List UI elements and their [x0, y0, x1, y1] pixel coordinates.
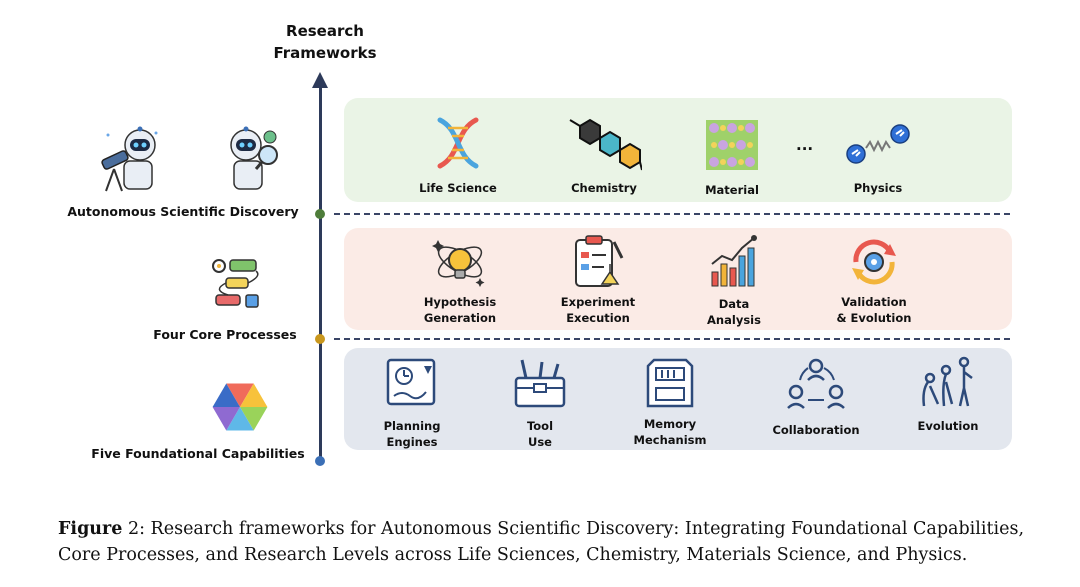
- capability-label: Planning Engines: [383, 419, 441, 449]
- process-label: Experiment Execution: [560, 295, 636, 325]
- process-validation-evolution: Validation & Evolution: [814, 234, 934, 326]
- caption-number: 2: [122, 519, 140, 539]
- robot-telescope-icon: [100, 125, 162, 197]
- collaboration-icon: [787, 358, 845, 409]
- process-label: Hypothesis Generation: [423, 295, 497, 325]
- domain-chemistry: Chemistry: [544, 116, 664, 196]
- caption-prefix: Figure: [58, 519, 123, 539]
- domain-label: Chemistry: [571, 181, 637, 195]
- capability-label: Evolution: [917, 419, 979, 433]
- process-data-analysis: Data Analysis: [674, 234, 794, 328]
- dna-icon: [437, 117, 479, 169]
- level-label-capabilities: Five Foundational Capabilities: [91, 446, 305, 461]
- molecule-icon: [569, 118, 642, 171]
- domain-life-science: Life Science: [398, 116, 518, 196]
- figure-caption: Figure 2: Research frameworks for Autono…: [58, 516, 1048, 568]
- level-label-processes: Four Core Processes: [153, 327, 297, 342]
- capability-evolution: Evolution: [888, 356, 1008, 434]
- axis-title: Research Frameworks: [273, 22, 377, 62]
- bar-chart-icon: [711, 235, 757, 287]
- robot-magnifier-icon: [220, 125, 282, 197]
- toolbox-icon: [514, 359, 566, 408]
- process-label: Data Analysis: [707, 297, 761, 327]
- clipboard-flask-icon: [575, 235, 624, 287]
- process-label: Validation & Evolution: [836, 295, 912, 325]
- process-experiment-execution: Experiment Execution: [538, 234, 658, 326]
- human-evolution-icon: [922, 356, 973, 407]
- level-label-discovery: Autonomous Scientific Discovery: [67, 204, 299, 219]
- capability-label: Collaboration: [772, 423, 860, 437]
- lightbulb-icon: [432, 240, 485, 287]
- capability-planning-engines: Planning Engines: [352, 356, 472, 450]
- cycle-gear-icon: [852, 239, 896, 285]
- domain-ellipsis: ...: [796, 136, 814, 154]
- planning-board-icon: [386, 358, 436, 406]
- process-hypothesis-generation: Hypothesis Generation: [400, 234, 520, 326]
- workflow-icon: [210, 256, 266, 316]
- domain-label: Physics: [853, 181, 903, 195]
- spring-particles-icon: [846, 124, 910, 164]
- capability-label: Memory Mechanism: [633, 417, 707, 447]
- hexagon-capabilities-icon: [211, 381, 269, 437]
- axis-arrow-icon: [312, 72, 328, 88]
- domain-label: Life Science: [419, 181, 497, 195]
- axis-dot-discovery: [315, 209, 325, 219]
- separator-top: [334, 213, 1010, 215]
- memory-card-icon: [646, 358, 694, 408]
- capability-label: Tool Use: [526, 419, 554, 449]
- crystal-lattice-icon: [706, 120, 758, 170]
- capability-tool-use: Tool Use: [480, 356, 600, 450]
- capability-collaboration: Collaboration: [756, 356, 876, 438]
- panel-processes: [344, 228, 1012, 330]
- axis-dot-processes: [315, 334, 325, 344]
- capability-memory-mechanism: Memory Mechanism: [610, 356, 730, 448]
- domain-physics: Physics: [818, 116, 938, 196]
- separator-bottom: [334, 338, 1010, 340]
- domain-material: Material: [672, 116, 792, 198]
- axis-line: [319, 84, 322, 462]
- domain-label: Material: [705, 183, 759, 197]
- caption-text: : Research frameworks for Autonomous Sci…: [58, 519, 1025, 565]
- axis-dot-capabilities: [315, 456, 325, 466]
